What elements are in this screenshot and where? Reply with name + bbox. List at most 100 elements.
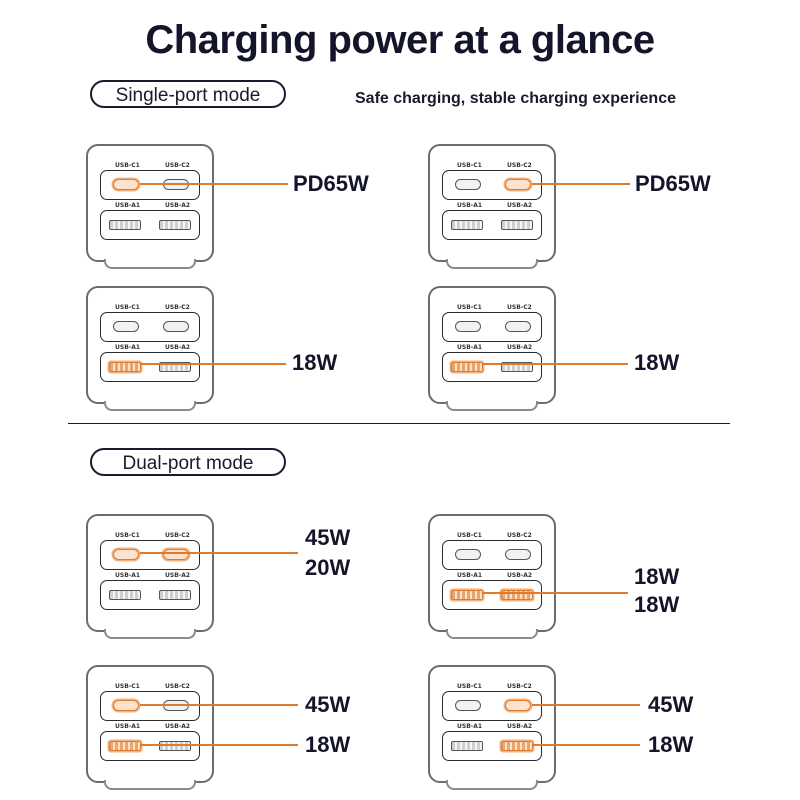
port-label-c2: USB-C2	[505, 162, 534, 169]
charger-diagram: USB-C1 USB-C2 USB-A1 USB-A2	[428, 665, 556, 790]
port-label-c2: USB-C2	[163, 162, 192, 169]
port-label-c1: USB-C1	[455, 304, 484, 311]
usb-c2-port-icon	[163, 321, 189, 332]
charger-diagram: USB-C1 USB-C2 USB-A1 USB-A2	[86, 665, 214, 790]
charger-base	[446, 259, 538, 269]
usb-c-port-group: USB-C1 USB-C2	[100, 683, 200, 721]
port-label-a1: USB-A1	[113, 344, 143, 351]
usb-a1-port-icon	[451, 741, 483, 751]
usb-a2-port-icon	[501, 220, 533, 230]
port-label-c1: USB-C1	[455, 162, 484, 169]
single-mode-subtitle: Safe charging, stable charging experienc…	[355, 90, 676, 107]
usb-a-port-group: USB-A1 USB-A2	[442, 572, 542, 610]
charger-diagram: USB-C1 USB-C2 USB-A1 USB-A2	[428, 286, 556, 411]
output-wattage: 45W	[305, 525, 351, 550]
single-port-mode-label: Single-port mode	[90, 80, 286, 108]
usb-a-port-group: USB-A1 USB-A2	[442, 202, 542, 240]
port-label-a2: USB-A2	[163, 202, 193, 209]
callout-line	[140, 704, 298, 706]
usb-a1-port-icon	[109, 362, 141, 372]
charger-diagram: USB-C1 USB-C2 USB-A1 USB-A2	[86, 144, 214, 269]
charger-base	[446, 401, 538, 411]
usb-a1-port-icon	[451, 362, 483, 372]
usb-c2-port-icon	[163, 549, 189, 560]
usb-a2-port-icon	[501, 741, 533, 751]
charger-base	[104, 629, 196, 639]
port-label-a1: USB-A1	[455, 723, 485, 730]
charger-diagram: USB-C1 USB-C2 USB-A1 USB-A2	[428, 144, 556, 269]
port-label-a2: USB-A2	[163, 723, 193, 730]
callout-line	[140, 363, 286, 365]
usb-a-port-group: USB-A1 USB-A2	[100, 202, 200, 240]
port-label-c2: USB-C2	[505, 304, 534, 311]
port-label-a1: USB-A1	[113, 572, 143, 579]
dual-port-mode-label: Dual-port mode	[90, 448, 286, 476]
usb-c1-port-icon	[113, 549, 139, 560]
port-label-a2: USB-A2	[505, 202, 535, 209]
usb-c2-port-icon	[505, 179, 531, 190]
usb-c1-port-icon	[113, 321, 139, 332]
callout-line	[482, 363, 628, 365]
callout-line	[140, 552, 298, 554]
port-label-c1: USB-C1	[113, 683, 142, 690]
output-wattage: PD65W	[293, 171, 369, 196]
charger-base	[104, 401, 196, 411]
usb-a-port-group: USB-A1 USB-A2	[100, 344, 200, 382]
usb-c2-port-icon	[163, 700, 189, 711]
usb-a-port-group: USB-A1 USB-A2	[100, 572, 200, 610]
port-label-c1: USB-C1	[113, 304, 142, 311]
callout-line	[482, 592, 628, 594]
usb-a1-port-icon	[451, 220, 483, 230]
usb-c1-port-icon	[455, 549, 481, 560]
port-label-a2: USB-A2	[163, 572, 193, 579]
output-wattage: 45W	[648, 692, 694, 717]
usb-c-port-group: USB-C1 USB-C2	[442, 162, 542, 200]
charger-base	[446, 629, 538, 639]
port-label-a1: USB-A1	[113, 723, 143, 730]
usb-c-port-group: USB-C1 USB-C2	[100, 162, 200, 200]
output-wattage: 45W	[305, 692, 351, 717]
usb-c2-port-icon	[505, 549, 531, 560]
charger-base	[446, 780, 538, 790]
usb-a2-port-icon	[501, 362, 533, 372]
port-label-c2: USB-C2	[163, 532, 192, 539]
section-divider	[68, 423, 730, 424]
usb-a-port-group: USB-A1 USB-A2	[442, 344, 542, 382]
port-label-c1: USB-C1	[455, 683, 484, 690]
callout-line	[140, 183, 288, 185]
charger-base	[104, 780, 196, 790]
usb-c1-port-icon	[455, 700, 481, 711]
page-title: Charging power at a glance	[145, 18, 655, 62]
usb-a1-port-icon	[109, 741, 141, 751]
usb-a-port-group: USB-A1 USB-A2	[442, 723, 542, 761]
port-label-a1: USB-A1	[455, 572, 485, 579]
output-wattage: 18W	[292, 350, 338, 375]
usb-a-port-group: USB-A1 USB-A2	[100, 723, 200, 761]
usb-a1-port-icon	[109, 220, 141, 230]
callout-line	[532, 744, 640, 746]
usb-a2-port-icon	[159, 741, 191, 751]
port-label-c2: USB-C2	[163, 683, 192, 690]
port-label-a2: USB-A2	[505, 723, 535, 730]
callout-line	[532, 183, 630, 185]
usb-a2-port-icon	[159, 362, 191, 372]
output-wattage: 18W	[648, 732, 694, 757]
port-label-c2: USB-C2	[505, 532, 534, 539]
port-label-a2: USB-A2	[163, 344, 193, 351]
usb-c2-port-icon	[505, 700, 531, 711]
usb-c-port-group: USB-C1 USB-C2	[100, 532, 200, 570]
usb-c2-port-icon	[163, 179, 189, 190]
charger-diagram: USB-C1 USB-C2 USB-A1 USB-A2	[86, 286, 214, 411]
output-wattage: 18W	[634, 350, 680, 375]
output-wattage: 18W	[634, 592, 680, 617]
port-label-c1: USB-C1	[455, 532, 484, 539]
usb-a2-port-icon	[501, 590, 533, 600]
usb-a1-port-icon	[451, 590, 483, 600]
port-label-c1: USB-C1	[113, 162, 142, 169]
charger-base	[104, 259, 196, 269]
output-wattage: PD65W	[635, 171, 711, 196]
usb-a2-port-icon	[159, 590, 191, 600]
callout-line	[140, 744, 298, 746]
output-wattage: 18W	[305, 732, 351, 757]
port-label-a1: USB-A1	[113, 202, 143, 209]
